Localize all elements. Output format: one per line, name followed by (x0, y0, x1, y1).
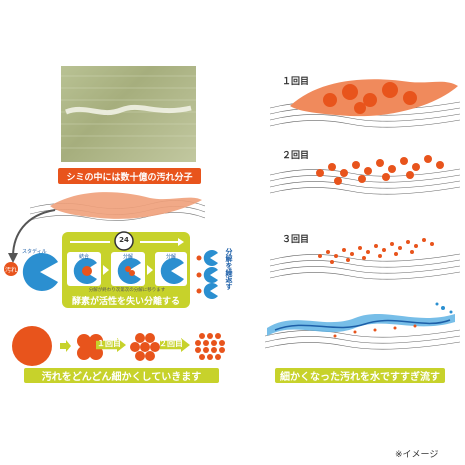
fabric-texture (61, 75, 196, 149)
stain-photo (61, 66, 196, 162)
round-label-2: ２回目 (159, 339, 183, 348)
stage-card-split1 (111, 252, 145, 286)
footnote: ※イメージ (395, 450, 439, 460)
right-round-label-2: ２回目 (282, 151, 310, 161)
rinse-round-2 (270, 155, 460, 195)
right-caption: 細かくなった汚れを水ですすぎ流す (275, 368, 445, 383)
stage-label-split1: 分解 (122, 254, 133, 260)
right-round-label-1: １回目 (282, 77, 310, 87)
process-note: 分解が終わり次第次の分解に移ります (88, 288, 166, 293)
stage-arrow-1 (103, 265, 109, 275)
stage-card-split2 (155, 252, 187, 286)
hours-label: 24 (119, 236, 129, 244)
rinse-round-1 (270, 79, 460, 128)
curved-arrow (8, 209, 56, 263)
stage-label-bind: 結合 (78, 254, 89, 260)
stage-arrow-2 (147, 265, 153, 275)
small-enzymes (196, 250, 218, 299)
stage-label-split2: 分解 (165, 254, 176, 260)
stage-card-bind (67, 252, 101, 286)
round-label-1: １回目 (97, 339, 121, 348)
dirt-label: 汚れ (4, 266, 17, 274)
clock-icon (114, 231, 134, 251)
round-arrow-2 (160, 338, 190, 352)
panel-caption: 酵素が活性を失い分離する (71, 297, 180, 307)
breakdown-sequence (12, 326, 225, 366)
stain-band-illustration (30, 192, 205, 221)
rinse-round-3 (270, 238, 460, 280)
dirt-molecule: 汚れ (4, 262, 18, 276)
right-round-label-3: ３回目 (282, 235, 310, 245)
left-bottom-caption: 汚れをどんどん細かくしていきます (24, 368, 219, 383)
photo-caption: シミの中には数十億の汚れ分子 (66, 172, 193, 183)
round-arrow-1 (96, 338, 126, 352)
stain-label: スタディル (22, 249, 47, 255)
enzyme-pacman (22, 253, 58, 291)
timeline-arrow (70, 238, 184, 246)
water-rinse-illustration (265, 302, 460, 350)
photo-caption-box (58, 168, 201, 184)
side-label: 分解を繰返す (225, 248, 233, 290)
